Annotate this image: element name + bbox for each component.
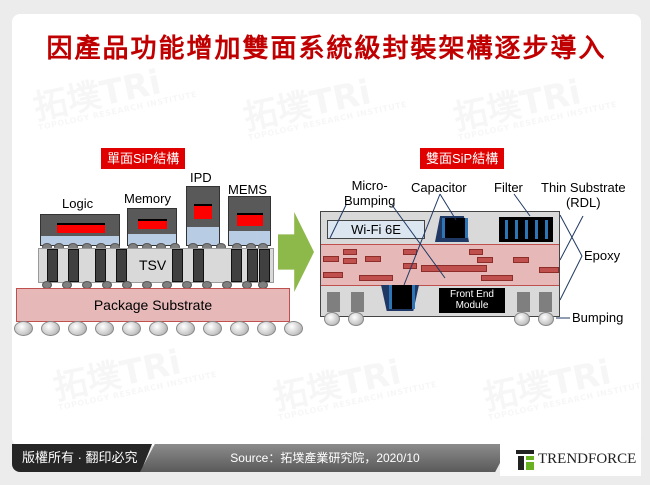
filter-label: Filter [494,180,523,195]
trendforce-logo-icon [516,450,534,470]
mems-chip [228,196,271,246]
logic-chip [40,214,120,246]
solder-ball [348,312,364,326]
copper-pillar [539,292,552,312]
micro-bumping-label: Micro-Bumping [344,178,396,208]
thin-substrate-rdl [321,244,559,286]
tsv-interposer: TSV [38,248,274,283]
copyright-notice: 版權所有 · 翻印必究 [12,444,152,472]
mems-label: MEMS [228,182,267,197]
brand-name: TRENDFORCE [538,451,637,467]
filter-chip [499,217,553,242]
page-title: 因產品功能增加雙面系統級封裝架構逐步導入 [46,34,607,64]
solder-ball [514,312,530,326]
package-substrate: Package Substrate [16,288,290,322]
wifi-chip: Wi-Fi 6E [327,220,425,239]
tsv-label: TSV [139,257,167,273]
thin-substrate-label: Thin Substrate(RDL) [541,180,626,210]
memory-label: Memory [124,191,171,206]
source-caption: Source：拓墣產業研究院，2020/10 [140,444,510,472]
bumping-label: Bumping [572,310,624,325]
copper-pillar [327,292,340,312]
solder-ball [324,312,340,326]
copper-pillar [517,292,530,312]
solder-balls [12,321,303,337]
solder-ball [538,312,554,326]
capacitor-top [442,218,468,238]
copper-pillar [351,292,364,312]
trendforce-logo: TRENDFORCE [500,440,641,476]
epoxy-label: Epoxy [584,248,621,263]
memory-chip [127,208,177,246]
single-sided-sip-tag: 單面SiP結構 [101,148,186,169]
capacitor-bottom [389,285,415,309]
double-sided-sip-tag: 雙面SiP結構 [420,148,505,169]
logic-label: Logic [62,196,94,211]
ipd-label: IPD [190,170,212,185]
capacitor-label: Capacitor [411,180,467,195]
